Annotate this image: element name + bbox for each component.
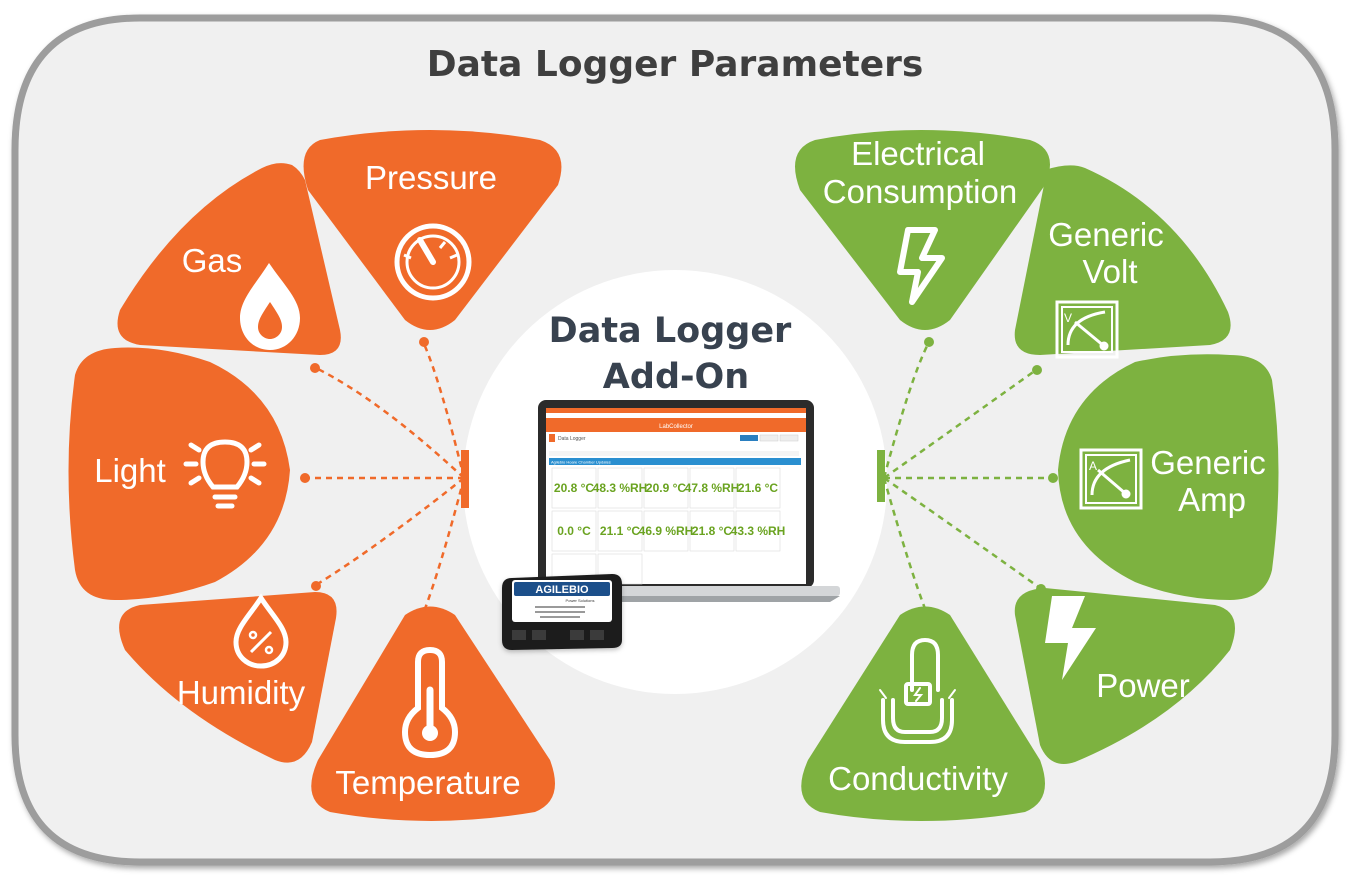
voltmeter-icon: V xyxy=(1055,300,1119,359)
flame-icon xyxy=(240,263,300,350)
lightning-icon xyxy=(897,227,945,305)
app-button-3 xyxy=(779,434,799,442)
device-ports xyxy=(512,630,604,640)
light-petal xyxy=(68,347,290,600)
gas-label: Gas xyxy=(182,242,243,279)
gauge-icon xyxy=(394,223,472,301)
svg-text:V: V xyxy=(1064,311,1072,325)
amp-label-line1: Generic xyxy=(1150,444,1266,481)
right-connector-dots xyxy=(922,337,1058,620)
center-title-line2: Add-On xyxy=(603,357,749,397)
power-label: Power xyxy=(1096,667,1190,704)
reading-1: 20.8 °C xyxy=(554,481,594,495)
reading-7: 21.1 °C xyxy=(600,524,640,538)
right-hub-bar xyxy=(877,450,885,502)
screen-heading: Data Logger xyxy=(558,436,586,442)
humidity-drop-icon xyxy=(233,593,289,669)
app-page-badge xyxy=(549,434,555,442)
device-sub: Power Solutions xyxy=(566,598,595,603)
conductivity-label: Conductivity xyxy=(828,760,1008,797)
app-name: LabCollector xyxy=(659,424,693,430)
reading-3: 20.9 °C xyxy=(646,481,686,495)
humidity-label: Humidity xyxy=(177,674,306,711)
svg-text:A: A xyxy=(1089,459,1097,473)
screen-banner-bar xyxy=(549,458,801,465)
device-text-lines xyxy=(535,606,585,618)
left-connectors xyxy=(305,343,466,615)
left-connector-dots xyxy=(300,337,429,620)
reading-9: 21.8 °C xyxy=(692,524,732,538)
app-tabbar xyxy=(549,451,799,456)
conductivity-icon xyxy=(879,637,956,744)
app-toolbar xyxy=(546,418,806,432)
right-connectors xyxy=(882,343,1052,615)
device-logo-band xyxy=(514,582,610,596)
param-generic-amp: Generic Amp A xyxy=(1058,354,1279,600)
reading-8: 46.9 %RH xyxy=(639,524,694,538)
reading-4: 47.8 %RH xyxy=(685,481,740,495)
lightbulb-icon xyxy=(183,439,267,509)
param-electrical-consumption: Electrical Consumption xyxy=(795,130,1050,330)
light-label: Light xyxy=(94,452,166,489)
param-gas: Gas xyxy=(117,163,341,355)
ammeter-icon: A xyxy=(1079,448,1143,510)
app-top-strip xyxy=(546,408,806,413)
logger-device: AGILEBIO Power Solutions xyxy=(502,574,622,650)
volt-label-line1: Generic xyxy=(1048,216,1164,253)
reading-5: 21.6 °C xyxy=(738,481,778,495)
screen-banner-text: Agilebio Hoare Chamber Updates xyxy=(551,460,611,465)
electrical-label-line1: Electrical xyxy=(851,135,985,172)
reading-2: 48.3 %RH xyxy=(593,481,648,495)
param-generic-volt: Generic Volt V xyxy=(1014,165,1231,359)
reading-10: 43.3 %RH xyxy=(731,524,786,538)
conductivity-petal xyxy=(801,606,1045,821)
thermometer-icon xyxy=(401,646,459,759)
device-brand: AGILEBIO xyxy=(535,584,589,596)
param-humidity: Humidity xyxy=(119,592,337,763)
param-pressure: Pressure xyxy=(303,130,562,330)
param-conductivity: Conductivity xyxy=(801,606,1045,821)
reading-6: 0.0 °C xyxy=(557,524,591,538)
param-power: Power xyxy=(1014,588,1235,764)
center-title-line1: Data Logger xyxy=(549,311,792,351)
page-title: Data Logger Parameters xyxy=(427,44,924,85)
pressure-label: Pressure xyxy=(365,159,497,196)
electrical-label-line2: Consumption xyxy=(823,173,1017,210)
reading-tiles xyxy=(551,467,781,585)
app-button-2 xyxy=(759,434,779,442)
left-hub-bar xyxy=(461,450,469,508)
pressure-petal xyxy=(303,130,562,330)
app-button-1 xyxy=(740,435,758,441)
laptop-illustration: LabCollector Data Logger Agilebio Hoare … xyxy=(520,400,840,602)
power-bolt-icon xyxy=(1045,596,1096,680)
temperature-label: Temperature xyxy=(335,764,520,801)
volt-label-line2: Volt xyxy=(1082,253,1137,290)
amp-label-line2: Amp xyxy=(1178,481,1246,518)
param-temperature: Temperature xyxy=(311,606,555,821)
amp-petal xyxy=(1058,354,1279,600)
param-light: Light xyxy=(68,347,290,600)
